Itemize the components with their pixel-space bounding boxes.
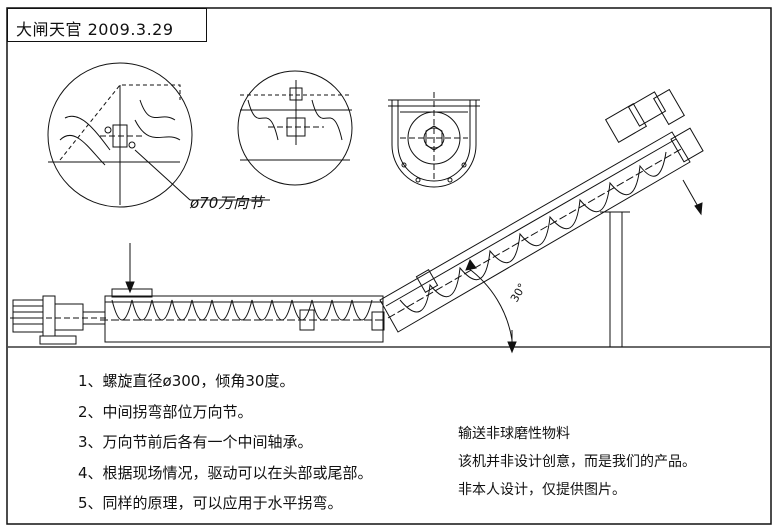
remark-line: 输送非球磨性物料 xyxy=(458,426,570,442)
title-text: 大闸天官 2009.3.29 xyxy=(16,16,174,40)
note-item: 1、螺旋直径ø300，倾角30度。 xyxy=(78,372,295,390)
notes-list: 1、螺旋直径ø300，倾角30度。 2、中间拐弯部位万向节。 3、万向节前后各有… xyxy=(78,366,373,519)
note-item: 5、同样的原理，可以应用于水平拐弯。 xyxy=(78,494,343,512)
remark-line: 非本人设计，仅提供图片。 xyxy=(458,482,626,498)
note-item: 2、中间拐弯部位万向节。 xyxy=(78,402,253,421)
note-item: 4、根据现场情况，驱动可以在头部或尾部。 xyxy=(78,463,373,482)
remarks-block: 输送非球磨性物料 该机并非设计创意，而是我们的产品。 非本人设计，仅提供图片。 xyxy=(458,420,696,504)
inclined-conveyor xyxy=(379,131,691,333)
drawing-frame xyxy=(6,7,772,525)
remark-line: 该机并非设计创意，而是我们的产品。 xyxy=(458,454,696,470)
title-box: 大闸天官 2009.3.29 xyxy=(7,8,207,42)
support-column xyxy=(600,211,630,348)
drawing-date: 2009.3.29 xyxy=(87,20,174,39)
cross-section-view xyxy=(388,92,480,188)
angle-dimension xyxy=(465,258,517,354)
drive-motor-top xyxy=(604,88,704,163)
drive-motor-left xyxy=(10,295,108,345)
detail-circle-bearing xyxy=(237,70,353,186)
inlet-arrow xyxy=(125,243,135,294)
note-item: 3、万向节前后各有一个中间轴承。 xyxy=(78,433,313,451)
joint-callout-label: ø70万向节 xyxy=(190,194,264,212)
horizontal-conveyor xyxy=(100,288,385,343)
detail-circle-joint xyxy=(47,62,193,208)
author-name: 大闸天官 xyxy=(16,20,83,39)
outlet-arrow xyxy=(682,179,703,216)
